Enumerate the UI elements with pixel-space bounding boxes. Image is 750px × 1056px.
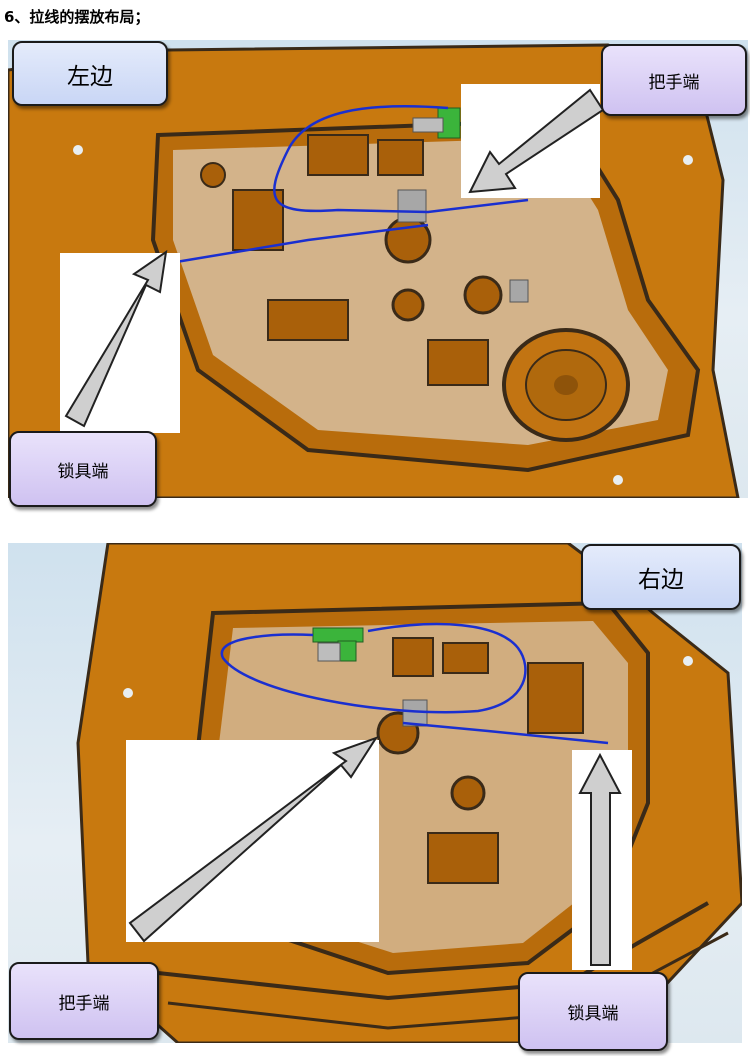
side-label-right: 右边 (581, 544, 741, 610)
arrow-to-lock (64, 249, 168, 428)
section-heading: 6、拉线的摆放布局； (4, 8, 150, 26)
handle-end-label: 把手端 (601, 44, 747, 116)
arrow-to-handle (468, 88, 605, 194)
handle-end-label: 把手端 (9, 962, 159, 1040)
lock-end-label: 锁具端 (518, 972, 668, 1051)
lock-end-label: 锁具端 (9, 431, 157, 507)
arrow-to-handle (128, 736, 379, 943)
side-label-left: 左边 (12, 41, 168, 106)
door-panel-left-view (8, 40, 748, 498)
arrow-to-lock (578, 752, 622, 966)
door-panel-right-view (8, 543, 742, 1043)
pointer-arrows-right (128, 736, 622, 966)
pointer-arrows-left (64, 88, 605, 428)
